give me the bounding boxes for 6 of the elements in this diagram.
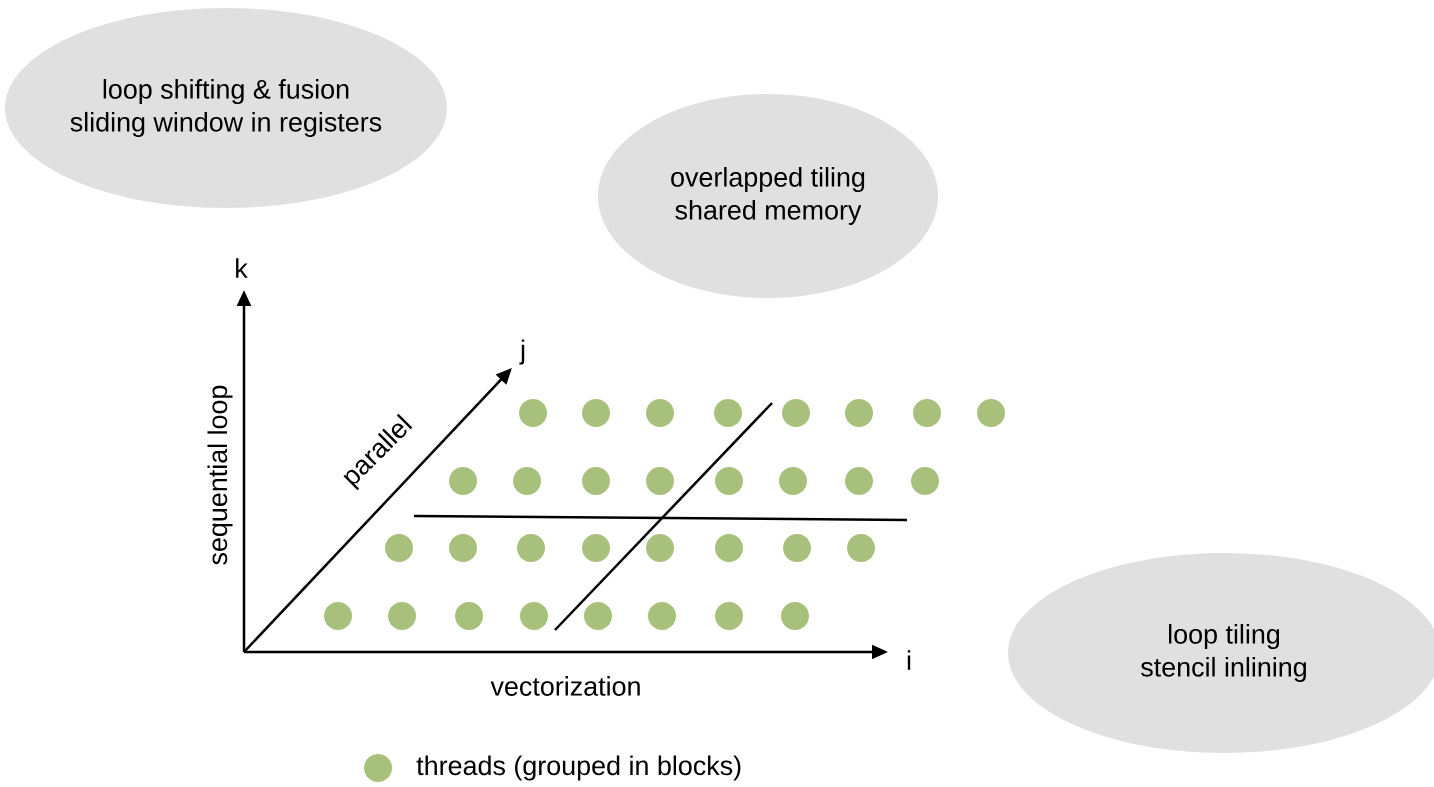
axis-label: vectorization bbox=[490, 676, 640, 696]
axis-label: k bbox=[236, 258, 248, 278]
axis-label: sequential loop bbox=[207, 385, 233, 565]
axis-label: j bbox=[519, 339, 525, 365]
axis-label: i bbox=[907, 650, 911, 670]
legend-text: threads (grouped in blocks) bbox=[416, 755, 741, 781]
